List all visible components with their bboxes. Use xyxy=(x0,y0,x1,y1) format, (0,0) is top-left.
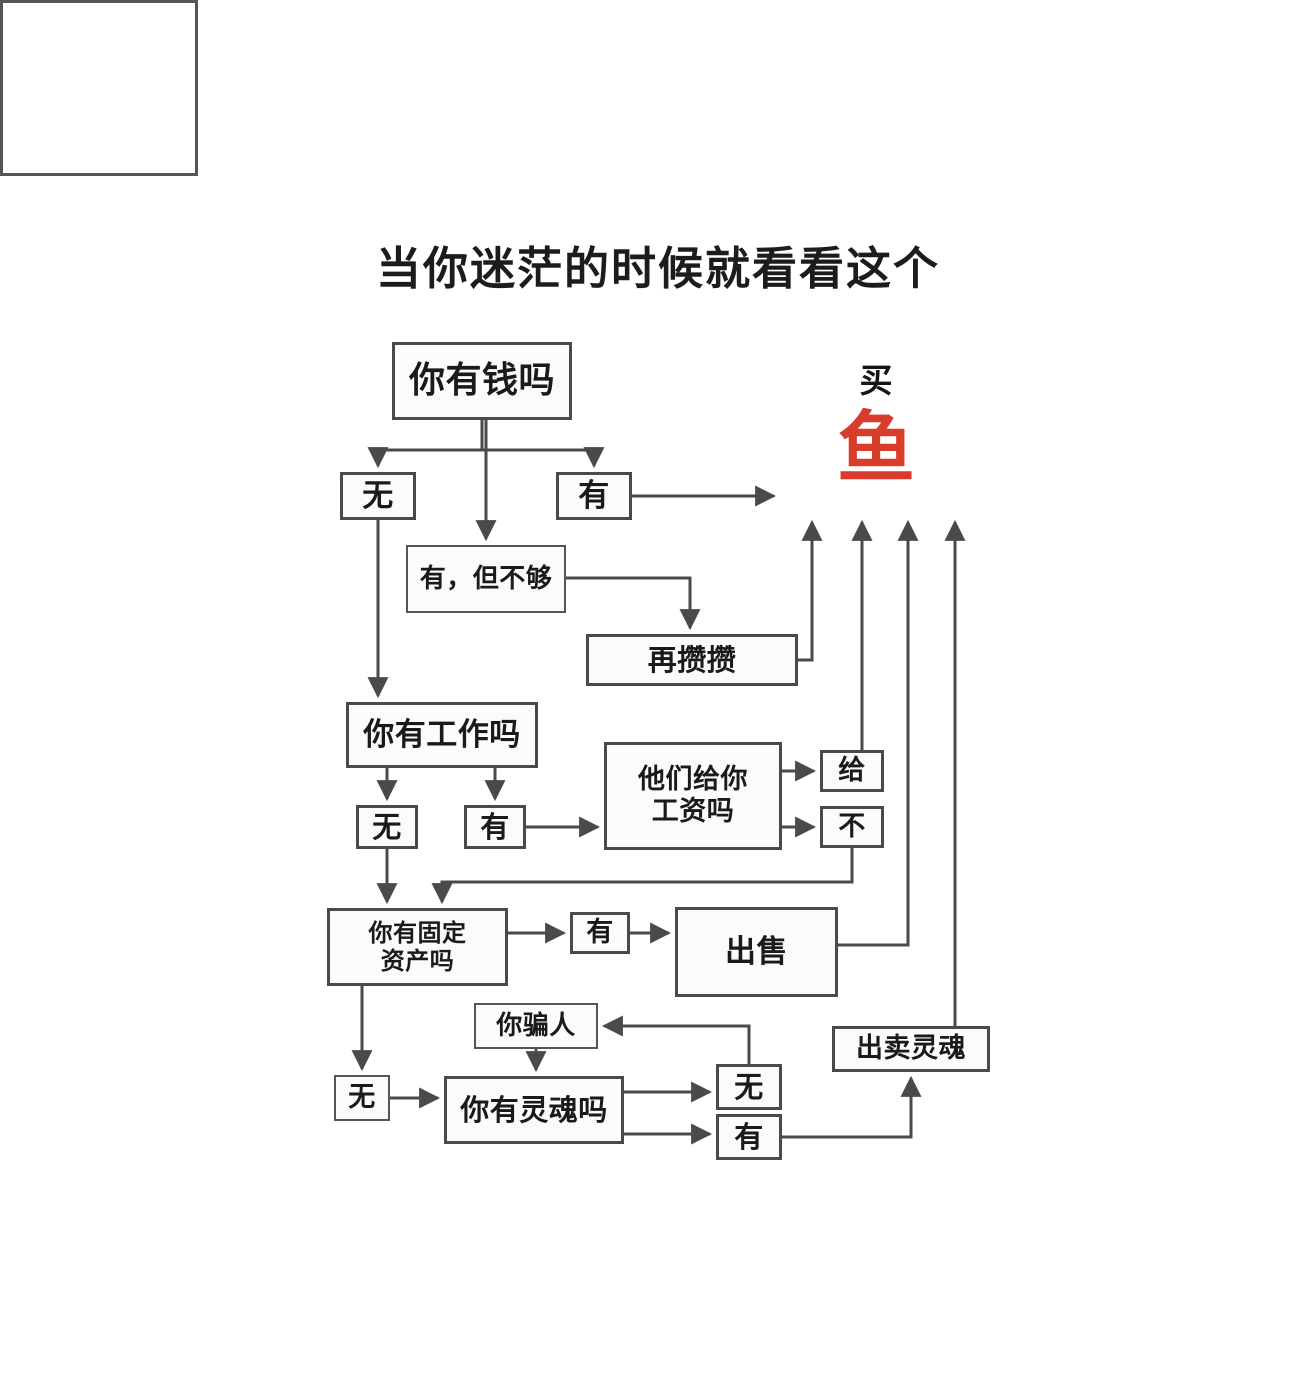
node-label: 你有工作吗 xyxy=(363,716,521,753)
node-label-line-2: 工资吗 xyxy=(651,796,735,827)
node-label: 不 xyxy=(838,811,866,843)
node-label: 出卖灵魂 xyxy=(856,1033,966,1065)
node-label: 有 xyxy=(480,809,510,844)
node-label: 你有灵魂吗 xyxy=(460,1092,608,1127)
node-label-line-1: 他们给你 xyxy=(638,764,748,796)
node-assets-answer-yes[interactable]: 有 xyxy=(570,912,630,954)
node-label: 有 xyxy=(586,917,614,949)
node-label-line-1: 你有固定 xyxy=(368,918,467,947)
node-label: 无 xyxy=(734,1069,764,1104)
node-money-answer-yes[interactable]: 有 xyxy=(556,472,632,520)
node-money-answer-not-enough[interactable]: 有，但不够 xyxy=(406,545,566,613)
node-have-money[interactable]: 你有钱吗 xyxy=(392,342,572,420)
node-salary-answer-no[interactable]: 不 xyxy=(820,806,884,848)
node-soul-answer-yes[interactable]: 有 xyxy=(716,1114,782,1160)
node-label: 有，但不够 xyxy=(419,563,553,594)
page-title: 当你迷茫的时候就看看这个 xyxy=(375,242,940,295)
node-assets-answer-no[interactable]: 无 xyxy=(334,1075,390,1121)
node-salary-answer-yes[interactable]: 给 xyxy=(820,750,884,792)
node-soul-answer-no[interactable]: 无 xyxy=(716,1064,782,1110)
node-do-they-pay-you[interactable]: 他们给你 工资吗 xyxy=(604,742,782,850)
node-save-more[interactable]: 再攒攒 xyxy=(586,634,798,686)
node-have-soul[interactable]: 你有灵魂吗 xyxy=(444,1076,624,1144)
node-job-answer-no[interactable]: 无 xyxy=(356,805,418,849)
sticker-blotch-left xyxy=(786,486,826,516)
node-label: 有 xyxy=(734,1119,764,1154)
node-job-answer-yes[interactable]: 有 xyxy=(464,805,526,849)
node-label: 无 xyxy=(362,477,394,514)
node-sell-your-soul[interactable]: 出卖灵魂 xyxy=(832,1026,990,1072)
node-sell-assets[interactable]: 出售 xyxy=(675,907,838,997)
node-have-fixed-assets[interactable]: 你有固定 资产吗 xyxy=(327,908,508,986)
node-label: 你骗人 xyxy=(496,1010,576,1041)
node-label-line-2: 资产吗 xyxy=(380,947,455,975)
node-buy-fish-terminal[interactable] xyxy=(0,0,198,176)
node-label: 有 xyxy=(578,477,610,514)
node-label: 无 xyxy=(372,809,402,844)
node-label: 出售 xyxy=(725,933,788,970)
fish-label-red: 鱼 xyxy=(836,404,915,494)
node-have-job[interactable]: 你有工作吗 xyxy=(346,702,538,768)
sticker-blotch-right xyxy=(900,416,980,472)
node-label: 无 xyxy=(348,1082,376,1114)
buy-label: 买 xyxy=(859,361,893,400)
node-label: 再攒攒 xyxy=(647,642,737,677)
node-you-are-lying[interactable]: 你骗人 xyxy=(474,1003,598,1049)
node-money-answer-no[interactable]: 无 xyxy=(340,472,416,520)
node-label: 你有钱吗 xyxy=(408,359,555,401)
node-label: 给 xyxy=(838,755,866,787)
